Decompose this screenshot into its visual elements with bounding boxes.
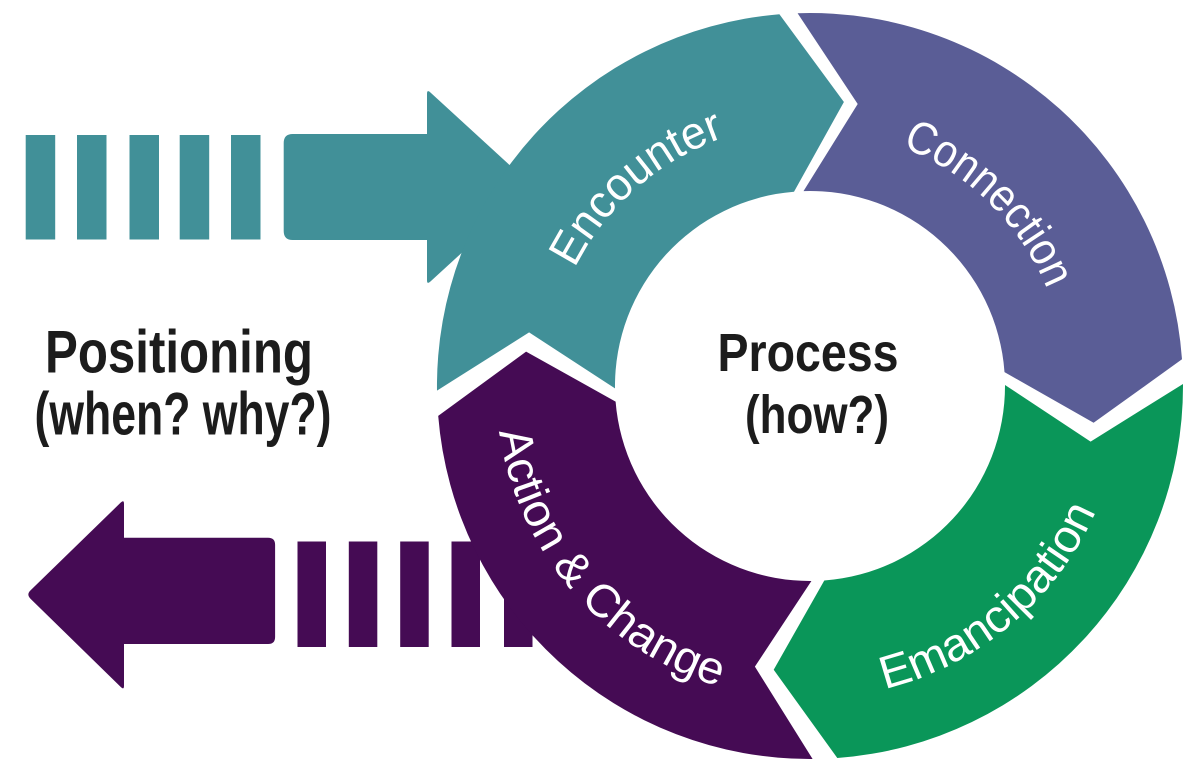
svg-text:(when? why?): (when? why?) [35,381,332,448]
svg-text:Process: Process [718,323,899,383]
svg-text:Positioning: Positioning [45,318,313,385]
svg-text:(how?): (how?) [745,385,889,445]
